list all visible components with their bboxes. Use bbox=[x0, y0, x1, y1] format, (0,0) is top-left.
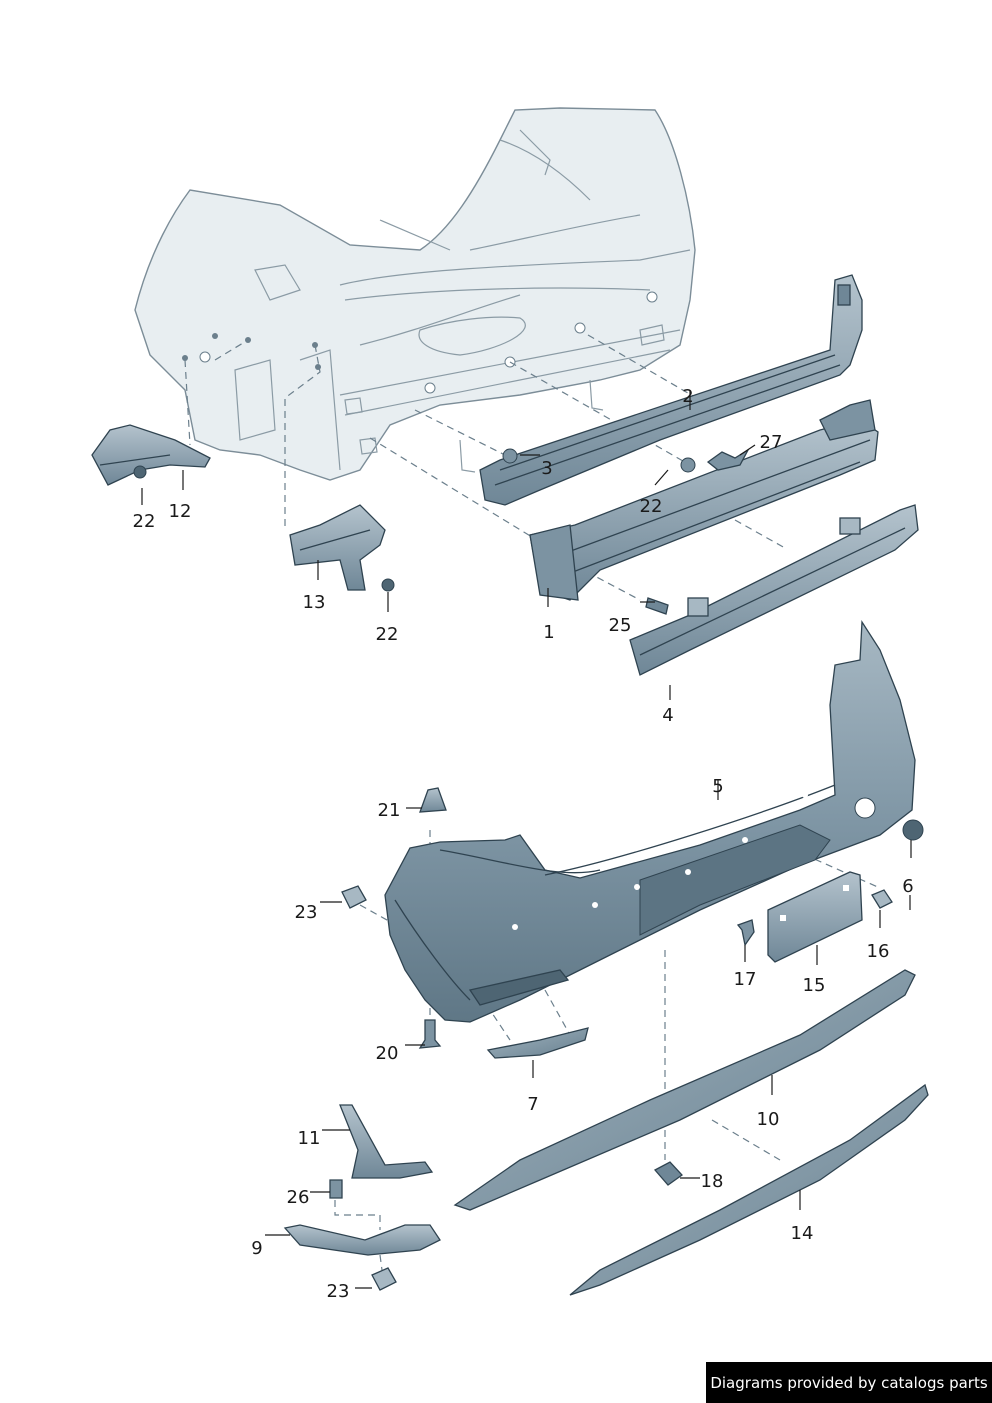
vehicle-rear-body bbox=[134, 107, 696, 481]
label-part-5: 5 bbox=[712, 776, 723, 797]
label-part-3: 3 bbox=[541, 458, 552, 479]
label-part-18: 18 bbox=[701, 1171, 724, 1192]
part-5-bumper-cover bbox=[384, 619, 916, 1023]
part-number-labels: 1 2 3 4 5 6 7 9 10 11 12 13 14 15 16 17 … bbox=[133, 386, 914, 1302]
small-parts-bottom bbox=[283, 787, 924, 1291]
label-part-1: 1 bbox=[543, 622, 554, 643]
label-part-17: 17 bbox=[734, 969, 757, 990]
label-part-15: 15 bbox=[803, 975, 826, 996]
label-part-26: 26 bbox=[287, 1187, 310, 1208]
label-part-25: 25 bbox=[609, 615, 632, 636]
label-part-11: 11 bbox=[298, 1128, 321, 1149]
part-4-lower-absorber bbox=[629, 504, 919, 676]
label-part-20: 20 bbox=[376, 1043, 399, 1064]
label-part-4: 4 bbox=[662, 705, 673, 726]
part-10-diffuser bbox=[453, 969, 916, 1211]
part-7-reflector-trim bbox=[486, 1027, 589, 1059]
label-part-22a: 22 bbox=[133, 511, 156, 532]
label-part-14: 14 bbox=[791, 1223, 814, 1244]
part-14-trim-strip bbox=[569, 1083, 929, 1296]
label-part-22c: 22 bbox=[640, 496, 663, 517]
part-15-licence-plate-base bbox=[767, 871, 863, 963]
label-part-2: 2 bbox=[682, 386, 693, 407]
part-13-bracket-center bbox=[289, 504, 395, 592]
label-part-12: 12 bbox=[169, 501, 192, 522]
label-part-6: 6 bbox=[902, 876, 913, 897]
label-part-23a: 23 bbox=[295, 902, 318, 923]
label-part-27: 27 bbox=[760, 432, 783, 453]
part-12-bracket-left bbox=[91, 424, 211, 486]
label-part-7: 7 bbox=[527, 1094, 538, 1115]
credit-banner: Diagrams provided by catalogs parts bbox=[706, 1362, 992, 1403]
fasteners-top bbox=[182, 333, 750, 615]
part-2-energy-absorber bbox=[479, 274, 863, 506]
label-part-13: 13 bbox=[303, 592, 326, 613]
label-part-10: 10 bbox=[757, 1109, 780, 1130]
label-part-21: 21 bbox=[378, 800, 401, 821]
label-part-16: 16 bbox=[867, 941, 890, 962]
part-1-bumper-carrier bbox=[529, 399, 879, 601]
label-part-9: 9 bbox=[251, 1238, 262, 1259]
label-part-23b: 23 bbox=[327, 1281, 350, 1302]
leader-lines bbox=[141, 390, 911, 1289]
label-part-22b: 22 bbox=[376, 624, 399, 645]
